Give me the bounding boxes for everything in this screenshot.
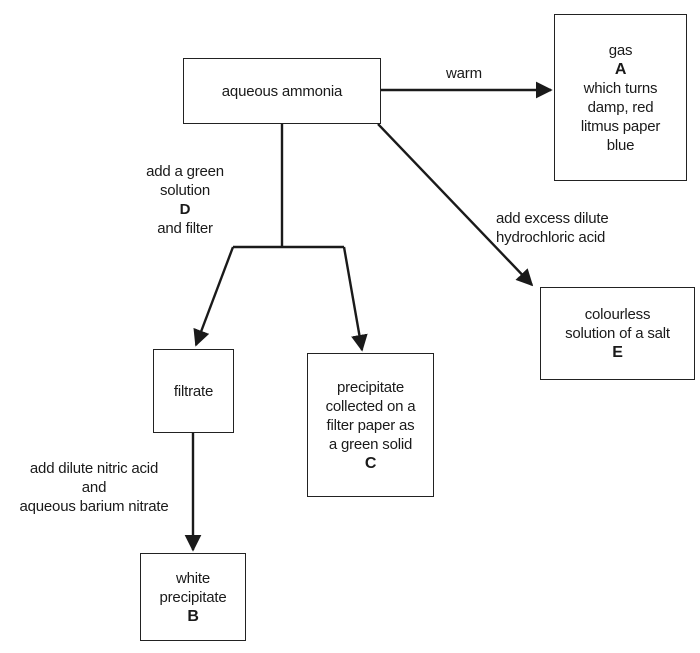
gas-line-5: litmus paper <box>580 117 661 135</box>
label-hcl: add excess dilute hydrochloric acid <box>496 209 609 247</box>
label-green-solution: add a green solution D and filter <box>130 162 240 238</box>
gas-line-3: which turns <box>583 79 658 97</box>
node-salt-e: colourless solution of a salt E <box>540 287 695 380</box>
node-aqueous-ammonia: aqueous ammonia <box>183 58 381 124</box>
label-nitric: add dilute nitric acid and aqueous bariu… <box>4 459 184 516</box>
precip-line-3: filter paper as <box>326 416 415 434</box>
white-line-2: precipitate <box>159 588 227 606</box>
gas-code-a: A <box>614 60 627 78</box>
salt-code-e: E <box>612 344 623 361</box>
arrow-to-precipitate <box>342 246 368 352</box>
green-line-2: solution <box>159 182 211 199</box>
precip-line-2: collected on a <box>325 397 416 415</box>
arrow-to-filtrate <box>193 246 235 347</box>
node-filtrate: filtrate <box>153 349 234 433</box>
filtrate-text: filtrate <box>173 382 214 400</box>
white-code-b: B <box>187 607 199 625</box>
white-line-1: white <box>175 569 211 587</box>
precip-code-c: C <box>364 454 377 472</box>
green-code-d: D <box>179 201 191 218</box>
salt-line-1: colourless <box>584 306 651 323</box>
arrow-hcl <box>377 123 534 287</box>
nitric-line-2: and <box>81 479 107 496</box>
gas-line-4: damp, red <box>587 98 654 116</box>
precip-line-4: a green solid <box>328 435 413 453</box>
nitric-line-3: aqueous barium nitrate <box>19 498 169 515</box>
node-aqueous-ammonia-text: aqueous ammonia <box>221 82 343 100</box>
gas-line-1: gas <box>608 41 633 59</box>
label-warm: warm <box>446 65 482 82</box>
green-line-1: add a green <box>146 163 224 180</box>
precip-line-1: precipitate <box>336 378 404 396</box>
green-line-4: and filter <box>157 220 213 237</box>
node-precipitate-c: precipitate collected on a filter paper … <box>307 353 434 497</box>
hcl-line-2: hydrochloric acid <box>496 229 606 246</box>
gas-line-6: blue <box>606 136 635 154</box>
node-gas-a: gas A which turns damp, red litmus paper… <box>554 14 687 181</box>
hcl-line-1: add excess dilute <box>496 210 609 227</box>
salt-line-2: solution of a salt <box>565 325 670 342</box>
node-white-precipitate-b: white precipitate B <box>140 553 246 641</box>
nitric-line-1: add dilute nitric acid <box>29 460 159 477</box>
